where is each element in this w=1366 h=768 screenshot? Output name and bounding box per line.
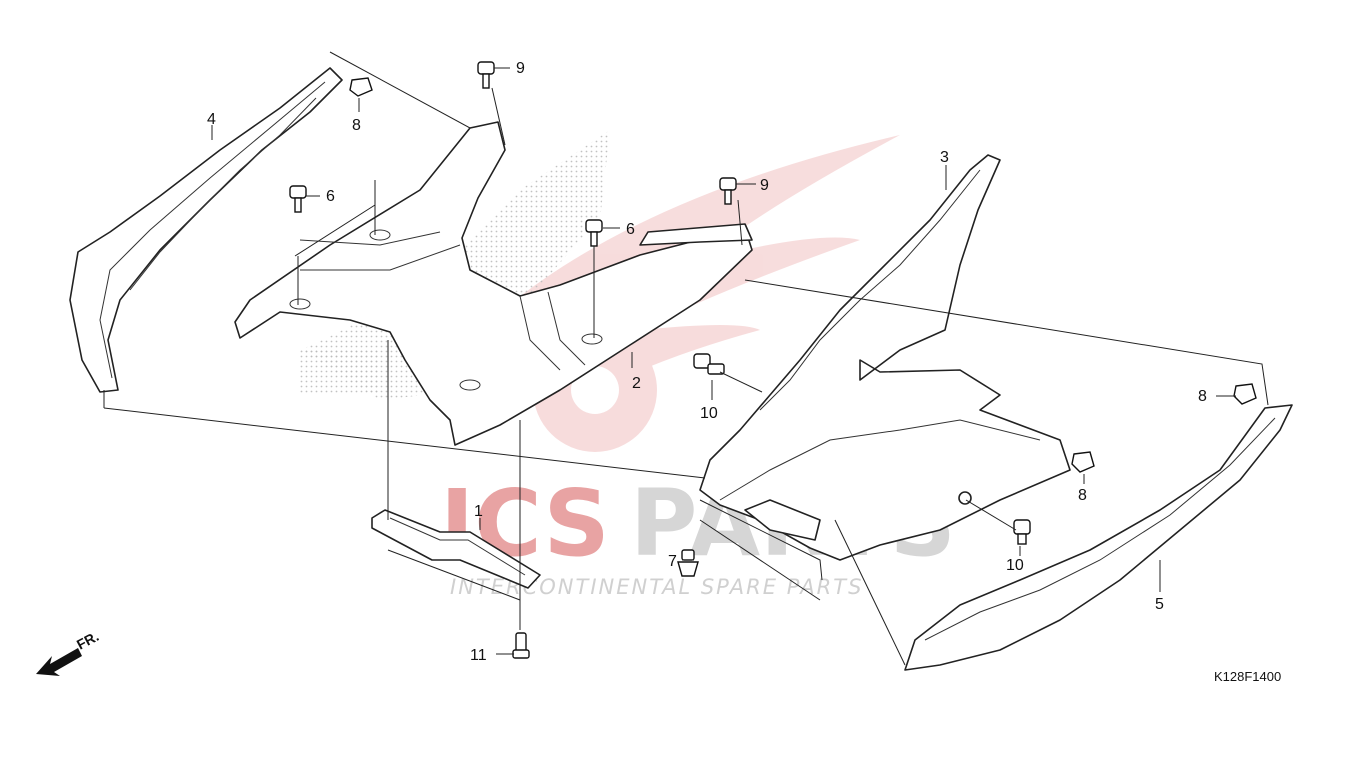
- part-1-bracket: [371, 509, 541, 589]
- bolt-10-upper-icon: [693, 353, 725, 375]
- leader-lines: [103, 51, 1269, 666]
- callout-11: 11: [470, 647, 487, 664]
- clip-7-icon: [677, 549, 699, 577]
- part-2-floor-panel: [234, 121, 753, 446]
- callout-7: 7: [668, 553, 677, 570]
- callout-3: 3: [940, 149, 949, 166]
- front-arrow-icon: [36, 648, 82, 676]
- callout-6-left: 6: [326, 188, 335, 205]
- gear-hole: [571, 366, 619, 414]
- screw-11-icon: [512, 632, 530, 659]
- diagram-code: K128F1400: [1214, 669, 1281, 684]
- callout-2: 2: [632, 375, 641, 392]
- nut-8-right-upper-icon: [1233, 383, 1257, 405]
- callout-10-upper: 10: [700, 405, 718, 422]
- callout-1: 1: [474, 503, 483, 520]
- callout-10-lower: 10: [1006, 557, 1024, 574]
- part-4-left-side-cover: [69, 67, 343, 393]
- part-3-right-inner-cover: [699, 154, 1071, 561]
- part-5-right-side-cover: [904, 404, 1293, 671]
- nut-8-right-middle-icon: [1071, 451, 1095, 473]
- callout-5: 5: [1155, 596, 1164, 613]
- front-direction-indicator: FR.: [36, 628, 101, 676]
- callout-8-right-upper: 8: [1198, 388, 1207, 405]
- fasteners: [289, 61, 1257, 659]
- screw-6-middle-icon: [585, 219, 603, 247]
- callout-4: 4: [207, 111, 216, 128]
- callout-9-upper: 9: [516, 60, 525, 77]
- nut-8-upper-icon: [349, 77, 373, 97]
- callout-9-middle: 9: [760, 177, 769, 194]
- screw-6-left-icon: [289, 185, 307, 213]
- callout-6-middle: 6: [626, 221, 635, 238]
- callout-8-upper: 8: [352, 117, 361, 134]
- callouts: 4 8 9 6 9 6 3 2 10 8 8 1 7 10 5 11: [207, 60, 1207, 664]
- callout-8-right-middle: 8: [1078, 487, 1087, 504]
- bolt-10-lower-icon: [1013, 519, 1031, 545]
- bolt-9-upper-icon: [477, 61, 495, 89]
